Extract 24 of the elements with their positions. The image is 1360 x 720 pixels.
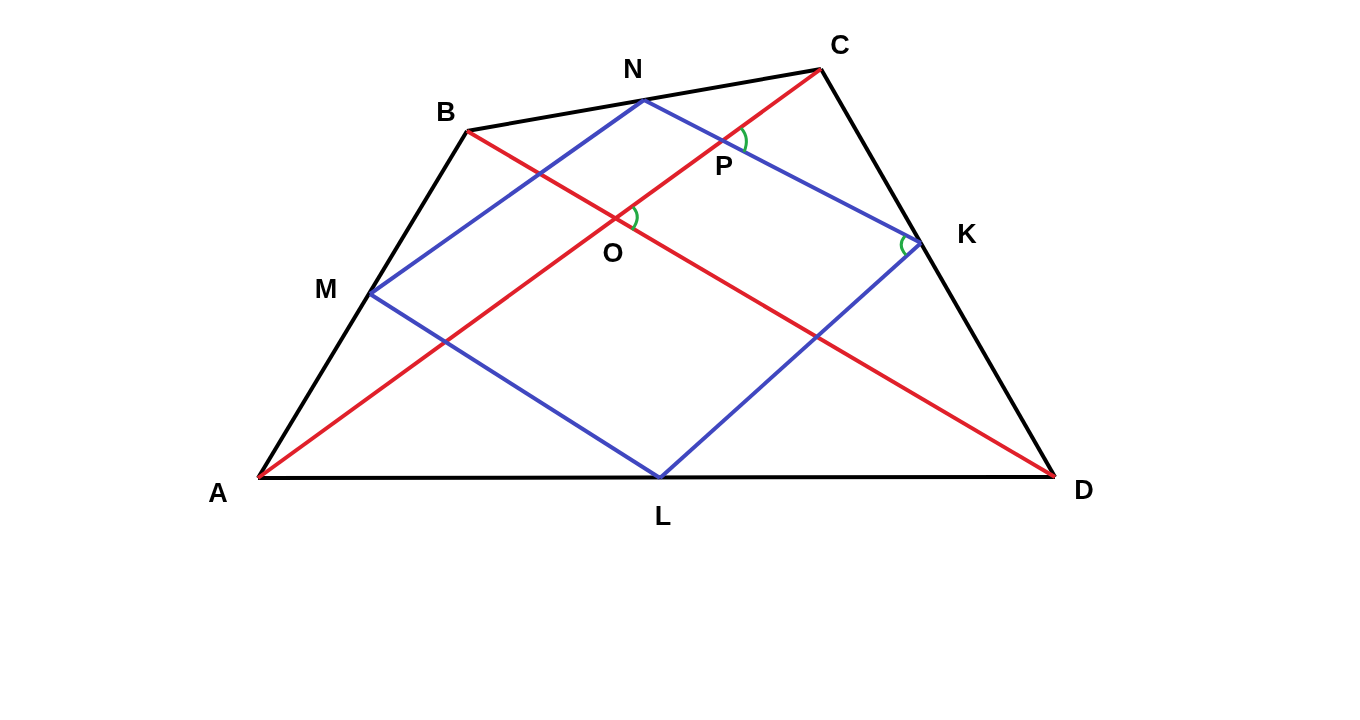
point-label: D xyxy=(1074,475,1094,505)
line-segment xyxy=(368,98,646,296)
line-segment xyxy=(368,292,662,480)
point-label: C xyxy=(830,30,850,60)
point-label: P xyxy=(715,151,733,181)
line-segment xyxy=(466,129,617,221)
line-segment xyxy=(614,138,724,220)
point-label: K xyxy=(957,219,977,249)
point-label: A xyxy=(208,478,228,508)
point-label: M xyxy=(314,274,338,304)
point-label: L xyxy=(654,501,672,531)
line-segment xyxy=(643,98,724,143)
line-segment xyxy=(258,475,1055,480)
line-segment xyxy=(819,68,1057,478)
line-segment xyxy=(256,129,469,480)
line-segment xyxy=(614,216,1056,479)
line-segment xyxy=(721,138,922,245)
line-segment xyxy=(256,216,617,480)
point-label: B xyxy=(436,97,456,127)
point-label: N xyxy=(623,54,643,84)
line-segment xyxy=(466,67,822,133)
line-segment xyxy=(658,241,923,480)
line-segment xyxy=(721,67,823,143)
point-label: O xyxy=(602,238,624,268)
